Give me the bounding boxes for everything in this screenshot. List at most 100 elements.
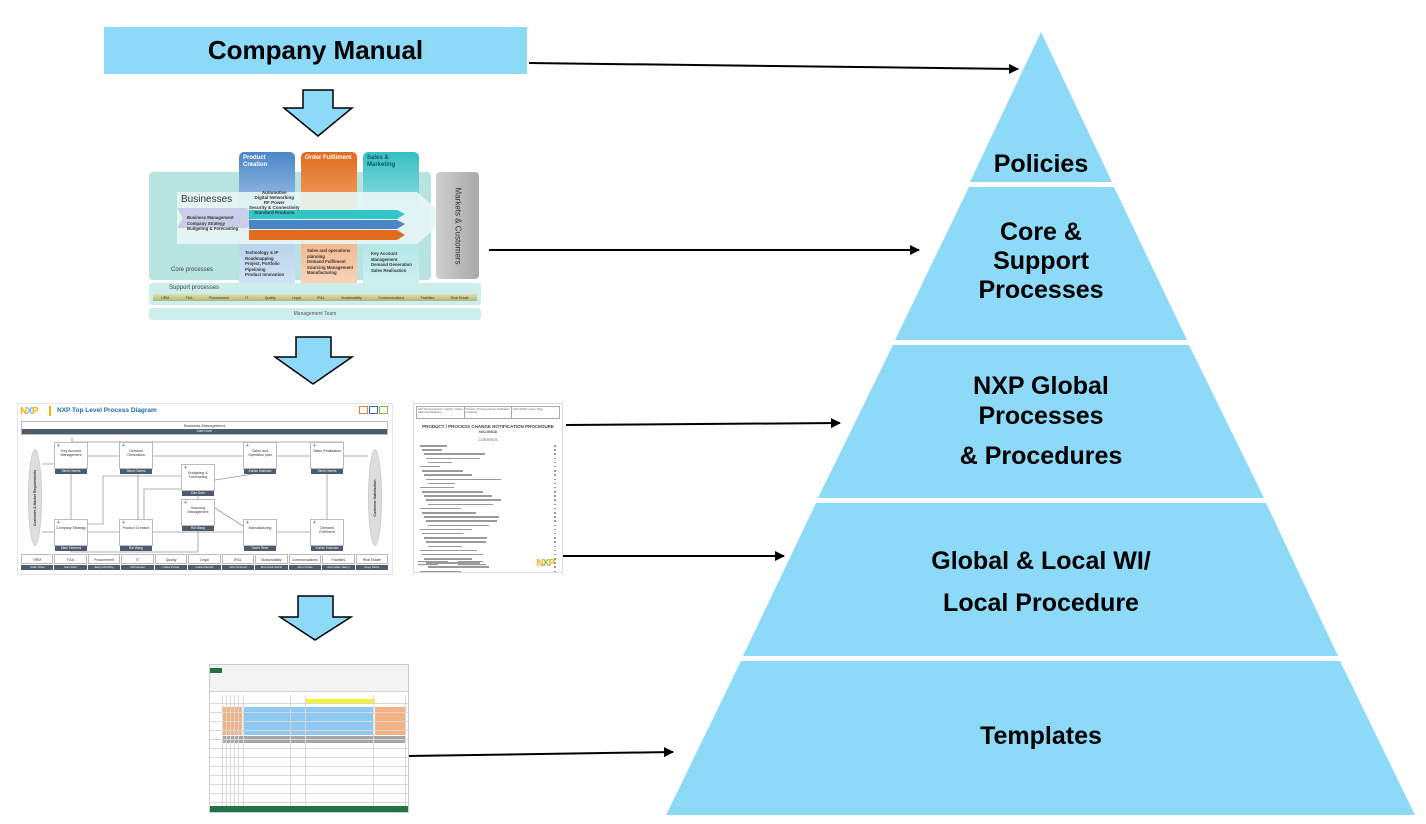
grid-col-line [222, 695, 223, 806]
process-name: Product Creation [122, 526, 150, 530]
bullet: Budgeting & Forecasting [187, 226, 239, 231]
expand-icon[interactable]: + [313, 443, 316, 449]
support-name: Facilities [331, 558, 346, 562]
toc-line [420, 452, 556, 456]
tier-line: & Procedures [959, 442, 1123, 470]
toc-line [420, 486, 556, 490]
support-item: HRM [161, 295, 170, 300]
support-owner: Guido Dierick [188, 565, 221, 570]
tier-line: Support [993, 247, 1089, 275]
document-header: NXP Semiconductors / Quality / Global Sa… [416, 406, 560, 419]
process-owner: Rai Wang [182, 526, 214, 531]
support-owner: Claes Power [154, 565, 188, 570]
support-name: Real Estate [362, 558, 381, 562]
connector-arrow-policies [528, 62, 1019, 74]
connector-arrow-templates [406, 747, 674, 758]
grid-row-line [210, 703, 408, 704]
document-id: NX1-00018 [479, 430, 497, 434]
support-name: Quality [165, 558, 177, 562]
bullet: Manufacturing [307, 270, 337, 275]
grid-col-line [243, 695, 244, 806]
process-owner: Steve Owens [55, 469, 87, 474]
pyramid-tier-templates [666, 661, 1415, 815]
grid-row-line [210, 712, 408, 713]
column-label: Order Fulfilment [305, 155, 352, 161]
support-item: IT [245, 295, 249, 300]
grid-col-line [373, 695, 374, 806]
pyramid-tier-core-support [895, 187, 1187, 340]
document-footer [418, 561, 486, 566]
toc-line [420, 494, 556, 498]
bullet: Sales and operations planning [307, 248, 351, 259]
process-name: Sales and Operation plan [248, 449, 272, 457]
tier-line: Local Procedure [943, 589, 1139, 617]
company-manual-label: Company Manual [207, 35, 424, 65]
toc-line [420, 473, 556, 477]
toc-line [420, 528, 556, 532]
expand-icon[interactable]: + [246, 520, 249, 526]
process-name: Budgeting & Forecasting [188, 471, 208, 479]
expand-icon[interactable]: + [246, 443, 249, 449]
process-owner: Rai Wang [120, 546, 152, 551]
expand-icon[interactable]: + [184, 465, 187, 471]
toc-line [420, 465, 556, 469]
expand-icon[interactable]: + [184, 500, 187, 506]
support-item: Real Estate [450, 295, 469, 300]
expand-icon[interactable]: + [313, 520, 316, 526]
business-unit: Automotive [261, 190, 287, 195]
toc-line [420, 570, 556, 572]
tier-label-local-procedure: Global & Local WI/ Local Procedure [931, 540, 1150, 624]
grid-col-line [226, 695, 227, 806]
process-name: Sales Realisation [313, 449, 341, 453]
expand-icon[interactable]: + [122, 520, 125, 526]
expand-icon[interactable]: + [57, 443, 60, 449]
support-item: Quality [264, 295, 276, 300]
status-bar [210, 806, 408, 812]
tier-label-global-processes: NXP Global Processes & Procedures [960, 371, 1123, 471]
product-creation-bullets: Technology & IP Roadmapping Project, Por… [245, 250, 295, 278]
nxp-logo: NXP [536, 558, 555, 569]
grid-col-line [305, 695, 306, 806]
expand-icon[interactable]: + [122, 443, 125, 449]
business-units-list: Automotive Digital Networking RF Power S… [249, 190, 300, 215]
nxp-logo: NXP [20, 406, 39, 417]
markets-customers-box: Markets & Customers [436, 172, 479, 279]
expand-icon[interactable]: + [57, 520, 60, 526]
pyramid-tier-policies [970, 32, 1112, 182]
pyramid-tier-local-procedure [743, 503, 1338, 656]
bullet: Sourcing Management [307, 264, 354, 270]
support-processes-bar: HRM F&A Procurement IT Quality Legal IP&… [153, 294, 477, 301]
toc-line [420, 478, 556, 482]
spreadsheet-thumbnail [209, 664, 409, 813]
table-of-contents [420, 444, 556, 572]
grid-col-line [234, 695, 235, 806]
process-owner: Kurian Koshuan [311, 546, 343, 551]
toc-line [420, 549, 556, 553]
business-unit: Security & Connectivity [249, 205, 300, 210]
sales-marketing-bullets: Key Account Management Demand Generation… [371, 251, 421, 273]
process-name: Sourcing Management [187, 506, 209, 514]
grid-row-line [210, 775, 408, 776]
toc-line [420, 553, 556, 557]
